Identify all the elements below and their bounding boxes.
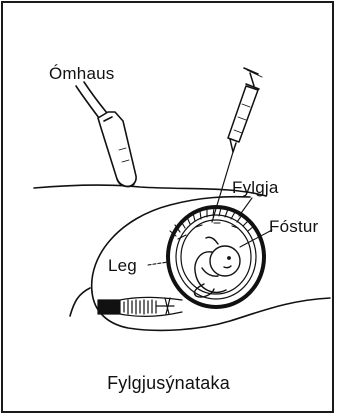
ultrasound-probe-icon [76, 82, 136, 186]
cervix-brush [98, 297, 182, 316]
label-ultrasound-probe: Ómhaus [49, 64, 114, 84]
abdomen-outline [34, 185, 330, 330]
label-placenta: Fylgja [232, 178, 279, 198]
label-fetus: Fóstur [269, 217, 318, 237]
figure-caption: Fylgjusýnataka [0, 373, 337, 394]
syringe-icon [212, 68, 262, 222]
label-uterus: Leg [108, 256, 137, 276]
fetus-icon [194, 237, 240, 297]
